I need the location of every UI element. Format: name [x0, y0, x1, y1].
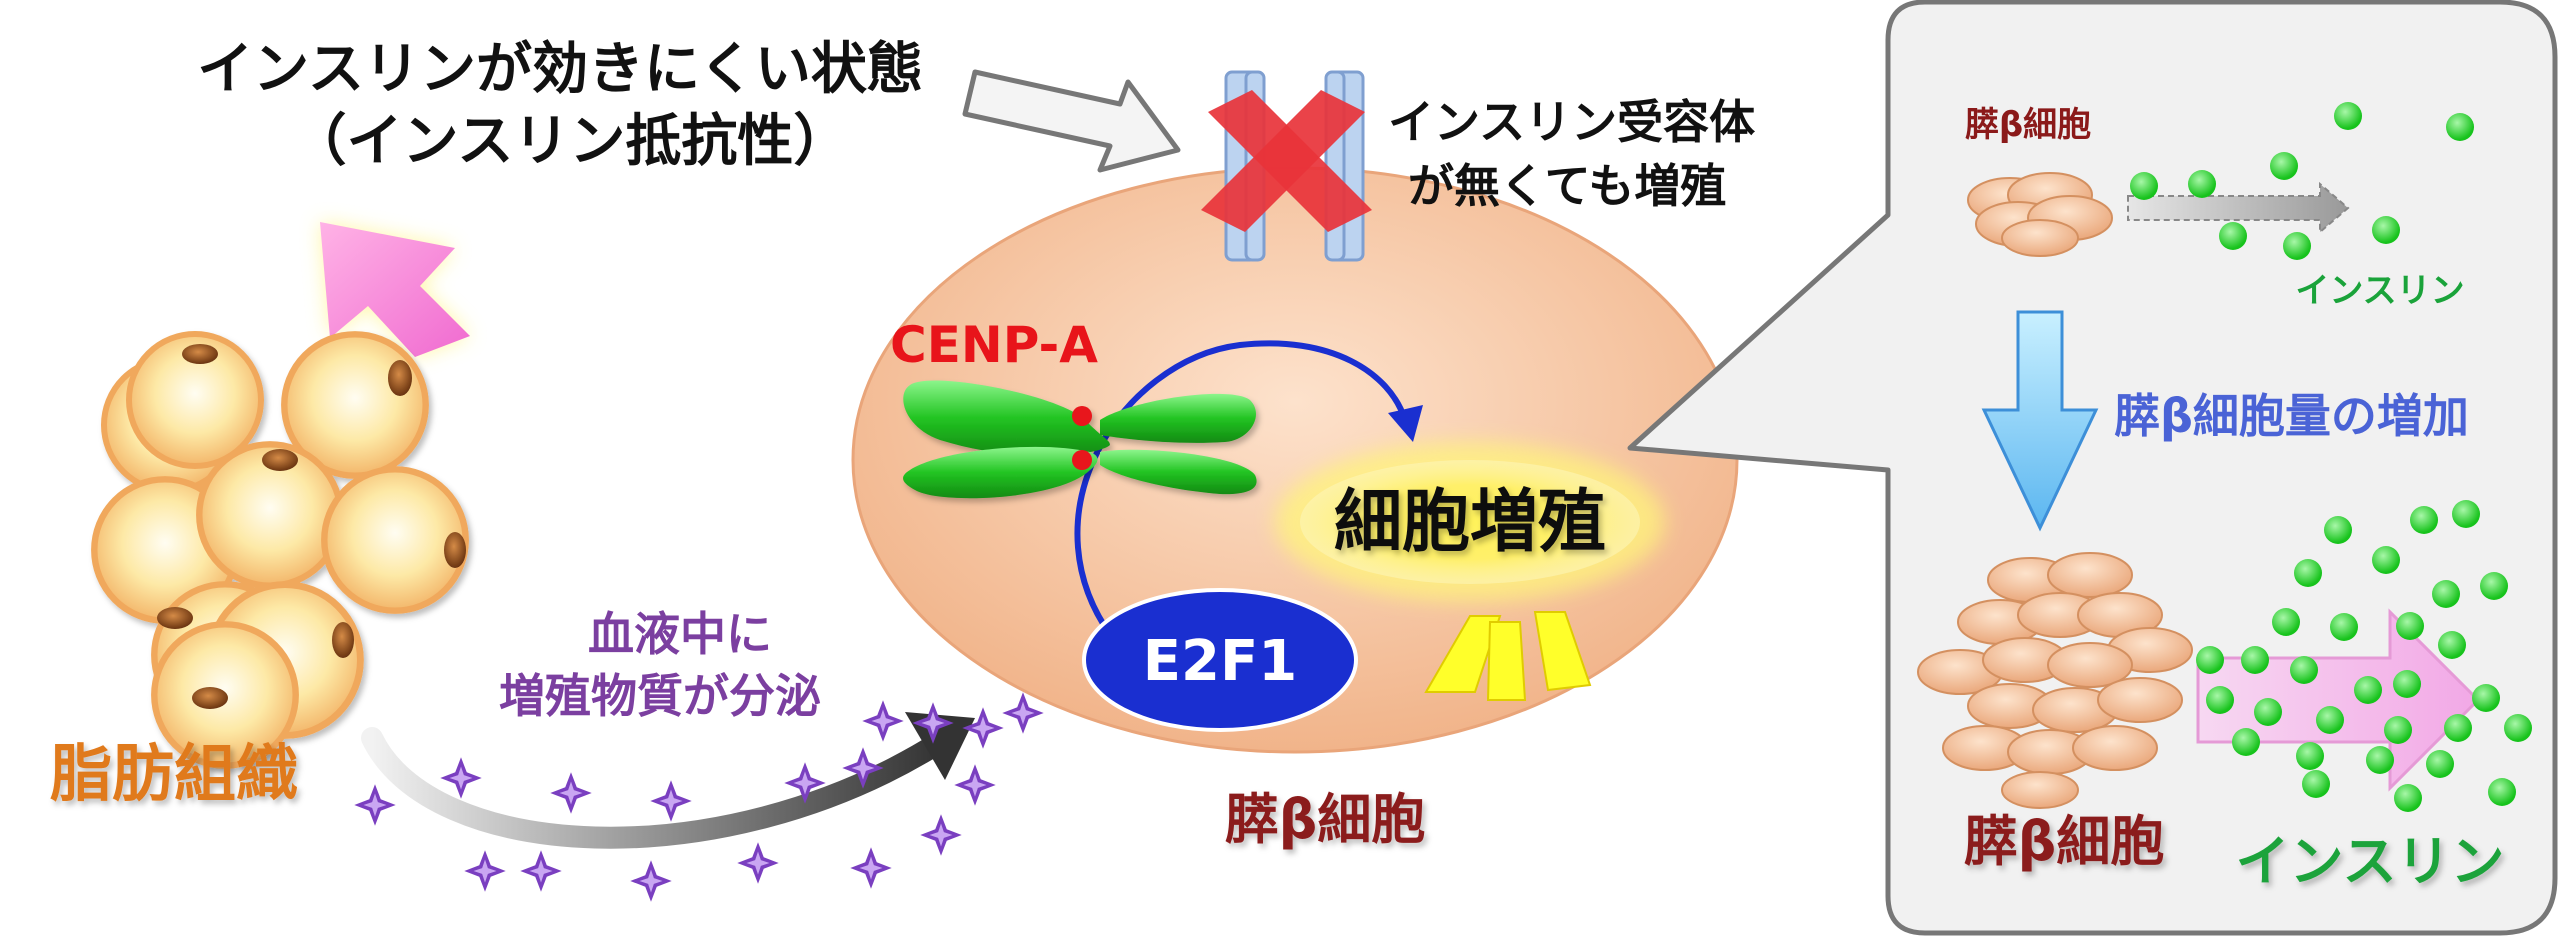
sparkles-group — [354, 692, 1044, 902]
insulin-dot — [2438, 631, 2466, 659]
insulin-dot — [2296, 742, 2324, 770]
sparkle-icon — [954, 764, 996, 806]
receptor-note-line2: が無くても増殖 — [1408, 159, 1726, 213]
insulin-dot — [2432, 580, 2460, 608]
adipose-cell — [284, 334, 425, 475]
small-beta-cell-cluster — [1967, 172, 2113, 257]
adipose-cell — [324, 469, 466, 610]
beta-cell-label: 膵β細胞 — [1225, 788, 1426, 851]
insulin-dot — [2426, 750, 2454, 778]
sparkle-icon — [737, 842, 779, 884]
large-beta-cell-cluster — [1917, 552, 2193, 809]
insulin-dot — [2334, 102, 2362, 130]
pink-down-arrow-icon — [320, 222, 470, 357]
insulin-dot — [2254, 698, 2282, 726]
pink-secretion-arrow-icon — [2196, 608, 2481, 792]
insulin-dot — [2452, 500, 2480, 528]
insulin-dot — [2130, 172, 2158, 200]
sparkle-icon — [862, 700, 904, 742]
insulin-dot — [2188, 170, 2216, 198]
secretion-curved-arrow-icon — [361, 712, 975, 849]
receptor-note-line1: インスリン受容体 — [1388, 95, 1755, 149]
adipose-cell — [199, 444, 340, 585]
sparkle-icon — [440, 757, 482, 799]
insulin-dot — [2366, 746, 2394, 774]
sparkle-icon — [920, 814, 962, 856]
insulin-resistance-subtitle: （インスリン抵抗性） — [291, 109, 850, 174]
insulin-dot — [2324, 516, 2352, 544]
insulin-dot — [2410, 506, 2438, 534]
insulin-dot — [2219, 222, 2247, 250]
insulin-dot — [2488, 778, 2516, 806]
e2f1-label: E2F1 — [1143, 629, 1297, 694]
adipose-cell — [154, 624, 295, 765]
insulin-resistance-title: インスリンが効きにくい状態 — [197, 37, 923, 102]
insulin-dot — [2394, 784, 2422, 812]
chromosome-icon — [903, 380, 1257, 499]
adipose-cell — [154, 584, 295, 725]
insulin-dot — [2316, 706, 2344, 734]
insulin-dots-small — [2130, 102, 2474, 260]
panel-insulin-label: インスリン — [2236, 830, 2505, 893]
insulin-dot — [2372, 216, 2400, 244]
insulin-dot — [2283, 232, 2311, 260]
panel-beta-cell-label-small: 膵β細胞 — [1965, 105, 2091, 145]
insulin-dot — [2354, 676, 2382, 704]
insulin-dot — [2294, 559, 2322, 587]
proliferation-glow — [1275, 442, 1665, 602]
adipose-tissue-cluster — [94, 334, 466, 766]
insulin-dot — [2302, 770, 2330, 798]
adipose-tissue-label: 脂肪組織 — [50, 737, 298, 810]
small-secretion-arrow-icon — [2127, 181, 2350, 235]
insulin-dot — [2290, 656, 2318, 684]
e2f1-badge — [1082, 588, 1358, 732]
sparkle-icon — [550, 772, 592, 814]
outline-arrow-icon — [962, 69, 1181, 173]
insulin-dot — [2206, 686, 2234, 714]
sparkle-icon — [630, 860, 672, 902]
sparkle-icon — [464, 850, 506, 892]
insulin-dot — [2372, 546, 2400, 574]
insulin-dot — [2330, 613, 2358, 641]
insulin-dot — [2241, 646, 2269, 674]
insulin-dot — [2444, 714, 2472, 742]
insulin-dot — [2270, 152, 2298, 180]
beta-cell-increase-label: 膵β細胞量の増加 — [2114, 389, 2469, 443]
regulation-arrow-icon — [1074, 340, 1423, 647]
panel-insulin-label-small: インスリン — [2295, 271, 2464, 311]
sparkle-icon — [962, 707, 1004, 749]
cell-proliferation-label: 細胞増殖 — [1334, 483, 1606, 562]
sparkle-icon — [850, 847, 892, 889]
insulin-dot — [2232, 728, 2260, 756]
insulin-dot — [2393, 670, 2421, 698]
insulin-dot — [2384, 716, 2412, 744]
cenpa-label: CENP-A — [890, 316, 1098, 374]
insulin-dot — [2504, 714, 2532, 742]
blue-down-arrow-icon — [1981, 310, 2099, 532]
insulin-dot — [2446, 113, 2474, 141]
secretion-note-line1: 血液中に — [588, 607, 772, 661]
adipose-cell — [210, 585, 361, 736]
adipose-cell — [129, 334, 261, 466]
sparkle-icon — [650, 780, 692, 822]
ray-bars-icon — [1424, 611, 1592, 701]
sparkle-icon — [520, 850, 562, 892]
insulin-dot — [2396, 612, 2424, 640]
insulin-dot — [2472, 684, 2500, 712]
insulin-dot — [2272, 608, 2300, 636]
insulin-dots-large — [2196, 500, 2532, 812]
secretion-note-line2: 増殖物質が分泌 — [499, 669, 821, 723]
sparkle-icon — [354, 784, 396, 826]
insulin-dot — [2480, 572, 2508, 600]
cross-mark-icon — [1201, 90, 1372, 232]
insulin-dot — [2196, 646, 2224, 674]
panel-beta-cell-label: 膵β細胞 — [1964, 810, 2165, 873]
